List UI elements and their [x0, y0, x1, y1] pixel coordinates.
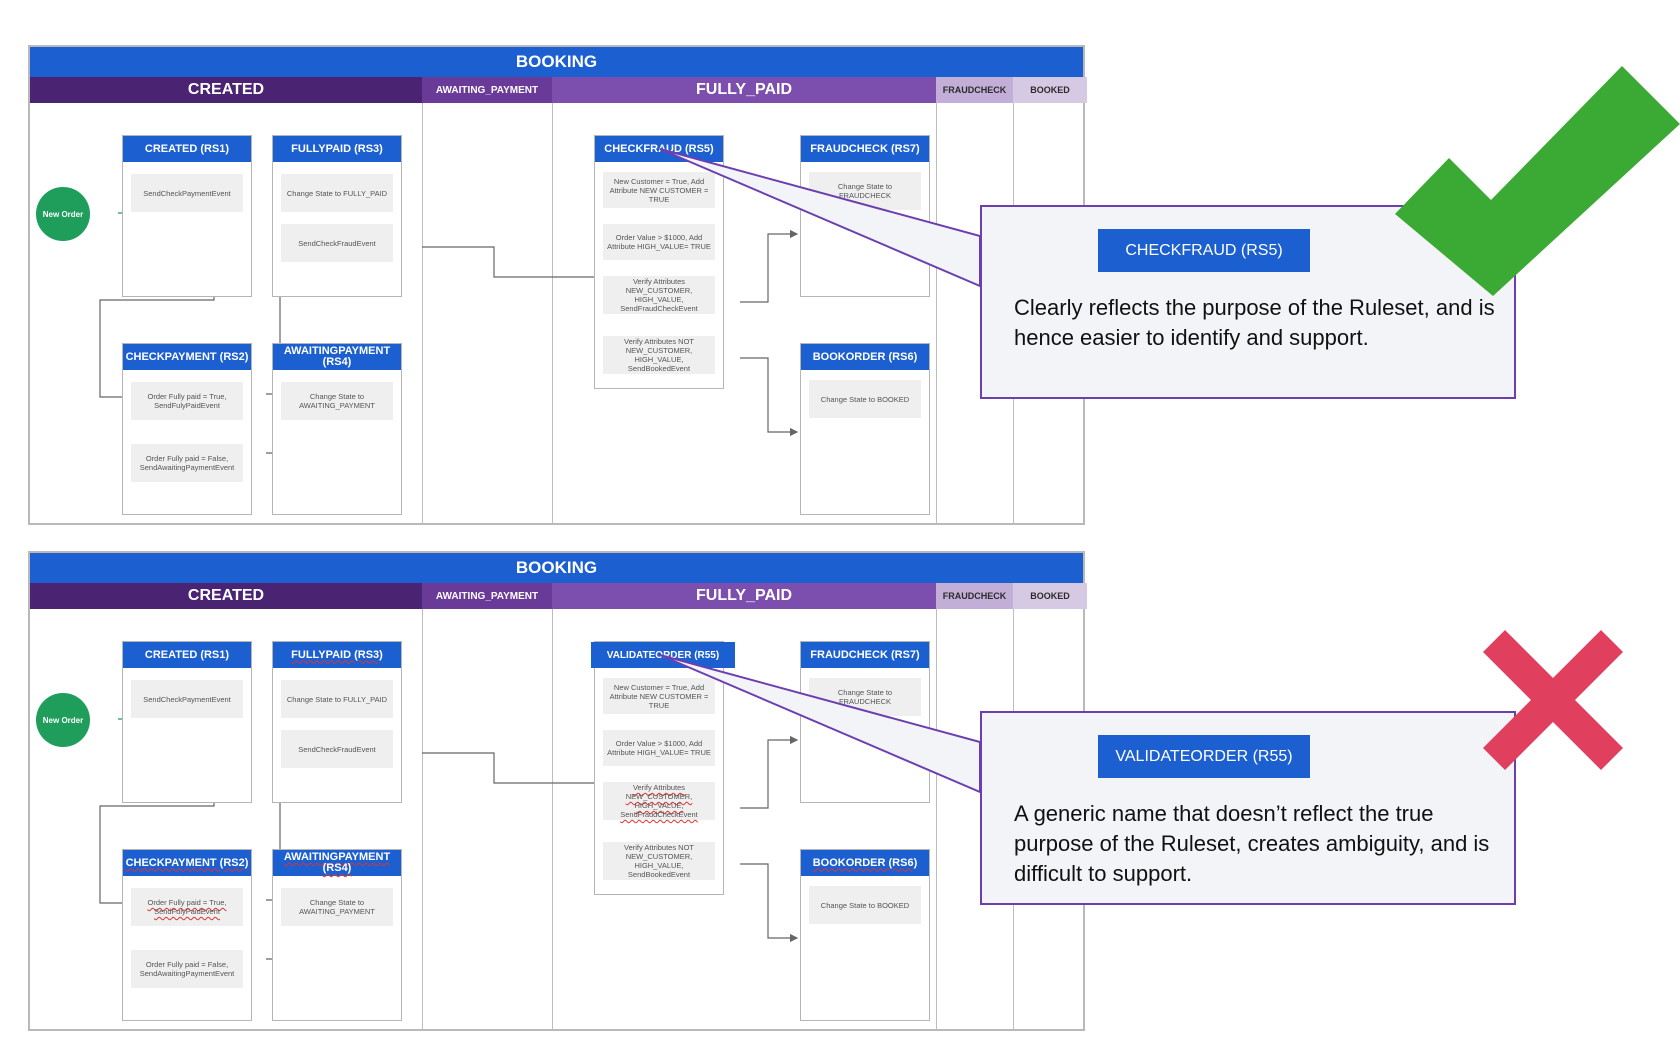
rule-step: Order Value > $1000, Add Attribute HIGH_…	[603, 730, 715, 766]
lane-divider	[422, 103, 423, 523]
ruleset-box-rs5: CHECKFRAUD (RS5) New Customer = True, Ad…	[594, 135, 724, 389]
callout-title: VALIDATEORDER (R55)	[1098, 735, 1310, 778]
rule-step: Order Value > $1000, Add Attribute HIGH_…	[603, 224, 715, 260]
lane-awaiting-payment-header: AWAITING_PAYMENT	[422, 77, 552, 103]
ruleset-title-rs5: VALIDATEORDER (R55)	[591, 642, 735, 668]
booking-header: BOOKING	[30, 553, 1083, 583]
rule-step: Verify Attributes NEW_CUSTOMER, HIGH_VAL…	[603, 276, 715, 314]
check-mark-icon	[1395, 66, 1680, 296]
lane-created-header: CREATED	[30, 77, 422, 103]
rule-step: SendCheckFraudEvent	[281, 224, 393, 262]
ruleset-title-rs5: CHECKFRAUD (RS5)	[595, 136, 723, 162]
lane-fully-paid-header: FULLY_PAID	[552, 77, 936, 103]
ruleset-title: AWAITINGPAYMENT (RS4)	[273, 850, 401, 876]
ruleset-box-bookorder: BOOKORDER (RS6) Change State to BOOKED	[800, 343, 930, 515]
ruleset-title: BOOKORDER (RS6)	[801, 850, 929, 876]
cross-mark-icon	[1483, 630, 1623, 770]
rule-step: Change State to BOOKED	[809, 886, 921, 924]
booking-header: BOOKING	[30, 47, 1083, 77]
lane-divider	[936, 103, 937, 523]
ruleset-title: FULLYPAID (RS3)	[273, 642, 401, 668]
lane-created-header: CREATED	[30, 583, 422, 609]
lane-booked-header: BOOKED	[1013, 583, 1087, 609]
ruleset-title: CHECKPAYMENT (RS2)	[123, 850, 251, 876]
rule-step: Change State to FULLY_PAID	[281, 680, 393, 718]
ruleset-box-awaitingpayment: AWAITINGPAYMENT (RS4) Change State to AW…	[272, 343, 402, 515]
ruleset-title: CREATED (RS1)	[123, 642, 251, 668]
rule-step: Verify Attributes NOT NEW_CUSTOMER, HIGH…	[603, 336, 715, 374]
lane-fraudcheck-header: FRAUDCHECK	[936, 583, 1013, 609]
callout-good: CHECKFRAUD (RS5) Clearly reflects the pu…	[980, 205, 1516, 399]
rule-step: SendCheckPaymentEvent	[131, 680, 243, 718]
rule-step: SendCheckPaymentEvent	[131, 174, 243, 212]
ruleset-box-rs5: VALIDATEORDER (R55) New Customer = True,…	[591, 641, 735, 895]
ruleset-title: CREATED (RS1)	[123, 136, 251, 162]
lane-divider	[552, 609, 553, 1029]
flow-diagram-good: BOOKING CREATED AWAITING_PAYMENT FULLY_P…	[28, 45, 1087, 525]
ruleset-title: FULLYPAID (RS3)	[273, 136, 401, 162]
rule-step: Order Fully paid = True, SendFulyPaidEve…	[131, 382, 243, 420]
rule-step: Verify Attributes NEW_CUSTOMER, HIGH_VAL…	[603, 782, 715, 820]
ruleset-title: FRAUDCHECK (RS7)	[801, 642, 929, 668]
callout-bad: VALIDATEORDER (R55) A generic name that …	[980, 711, 1516, 905]
rule-step: New Customer = True, Add Attribute NEW C…	[603, 678, 715, 714]
ruleset-box-created: CREATED (RS1) SendCheckPaymentEvent	[122, 641, 252, 803]
rule-step: New Customer = True, Add Attribute NEW C…	[603, 172, 715, 208]
ruleset-title: FRAUDCHECK (RS7)	[801, 136, 929, 162]
rule-step: Change State to BOOKED	[809, 380, 921, 418]
callout-title: CHECKFRAUD (RS5)	[1098, 229, 1310, 272]
rule-step: Change State to FRAUDCHECK	[809, 172, 921, 210]
ruleset-box-fullypaid: FULLYPAID (RS3) Change State to FULLY_PA…	[272, 641, 402, 803]
lane-divider	[552, 103, 553, 523]
rule-step: Change State to AWAITING_PAYMENT	[281, 382, 393, 420]
ruleset-box-fraudcheck: FRAUDCHECK (RS7) Change State to FRAUDCH…	[800, 135, 930, 297]
callout-text: Clearly reflects the purpose of the Rule…	[1014, 295, 1495, 350]
new-order-start-node: New Order	[36, 693, 90, 747]
ruleset-title: BOOKORDER (RS6)	[801, 344, 929, 370]
rule-step: Order Fully paid = True, SendFulyPaidEve…	[131, 888, 243, 926]
lane-fraudcheck-header: FRAUDCHECK	[936, 77, 1013, 103]
rule-step: Order Fully paid = False, SendAwaitingPa…	[131, 950, 243, 988]
ruleset-box-fullypaid: FULLYPAID (RS3) Change State to FULLY_PA…	[272, 135, 402, 297]
rule-step: SendCheckFraudEvent	[281, 730, 393, 768]
rule-step: Change State to FULLY_PAID	[281, 174, 393, 212]
lane-divider	[936, 609, 937, 1029]
rule-step: Change State to AWAITING_PAYMENT	[281, 888, 393, 926]
ruleset-box-bookorder: BOOKORDER (RS6) Change State to BOOKED	[800, 849, 930, 1021]
flow-diagram-bad: BOOKING CREATED AWAITING_PAYMENT FULLY_P…	[28, 551, 1087, 1031]
lane-awaiting-payment-header: AWAITING_PAYMENT	[422, 583, 552, 609]
rule-step: Change State to FRAUDCHECK	[809, 678, 921, 716]
ruleset-title: CHECKPAYMENT (RS2)	[123, 344, 251, 370]
ruleset-box-awaitingpayment: AWAITINGPAYMENT (RS4) Change State to AW…	[272, 849, 402, 1021]
rule-step: Order Fully paid = False, SendAwaitingPa…	[131, 444, 243, 482]
rule-step: Verify Attributes NOT NEW_CUSTOMER, HIGH…	[603, 842, 715, 880]
ruleset-box-checkpayment: CHECKPAYMENT (RS2) Order Fully paid = Tr…	[122, 343, 252, 515]
callout-text: A generic name that doesn’t reflect the …	[1014, 801, 1490, 886]
ruleset-box-fraudcheck: FRAUDCHECK (RS7) Change State to FRAUDCH…	[800, 641, 930, 803]
ruleset-box-created: CREATED (RS1) SendCheckPaymentEvent	[122, 135, 252, 297]
lane-divider	[422, 609, 423, 1029]
ruleset-title: AWAITINGPAYMENT (RS4)	[273, 344, 401, 370]
ruleset-box-checkpayment: CHECKPAYMENT (RS2) Order Fully paid = Tr…	[122, 849, 252, 1021]
lane-booked-header: BOOKED	[1013, 77, 1087, 103]
new-order-start-node: New Order	[36, 187, 90, 241]
lane-fully-paid-header: FULLY_PAID	[552, 583, 936, 609]
